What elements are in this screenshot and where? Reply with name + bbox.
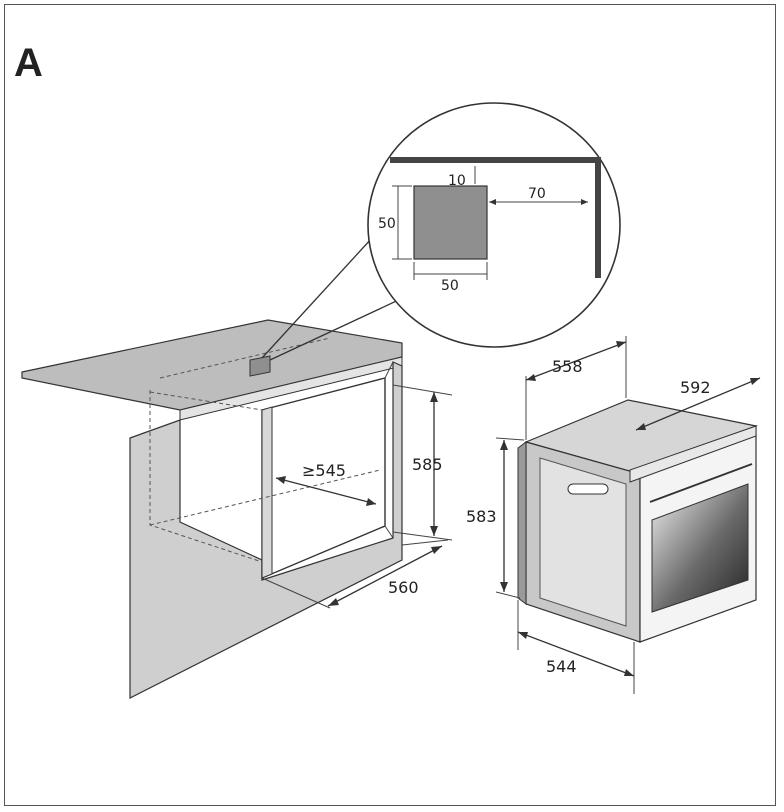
detail-width-label: 50	[441, 278, 459, 294]
oven-drawing: 558 592 583 544	[466, 336, 761, 694]
oven-door-handle	[649, 463, 753, 503]
gap-top-label: 10	[448, 173, 466, 189]
zoom-circle	[367, 102, 621, 348]
oven-handle	[567, 483, 609, 495]
niche-width-label: ≥545	[302, 461, 346, 480]
niche-inner-wall	[261, 406, 273, 579]
worktop-cutout	[249, 355, 271, 377]
oven-width-label: 592	[680, 378, 711, 397]
cabinet-drawing: ≥545 585 560	[21, 237, 453, 699]
oven-control-strip	[629, 425, 757, 483]
figure-label: A	[14, 41, 43, 85]
figure-frame	[4, 4, 776, 806]
oven-body-depth-label: 544	[546, 657, 577, 676]
niche-height-label: 585	[412, 455, 443, 474]
detail-zoom: 10 70 50 50	[367, 102, 621, 348]
niche-depth-label: 560	[388, 578, 419, 597]
wall-corner	[390, 157, 601, 278]
oven-height-label: 583	[466, 507, 497, 526]
oven-side-inset	[539, 457, 627, 627]
oven-front-frame	[517, 441, 527, 605]
oven-window	[651, 483, 749, 613]
detail-height-label: 50	[378, 216, 396, 232]
cutout-square	[413, 185, 488, 260]
gap-side-label: 70	[528, 186, 546, 202]
oven-depth-label: 558	[552, 357, 583, 376]
